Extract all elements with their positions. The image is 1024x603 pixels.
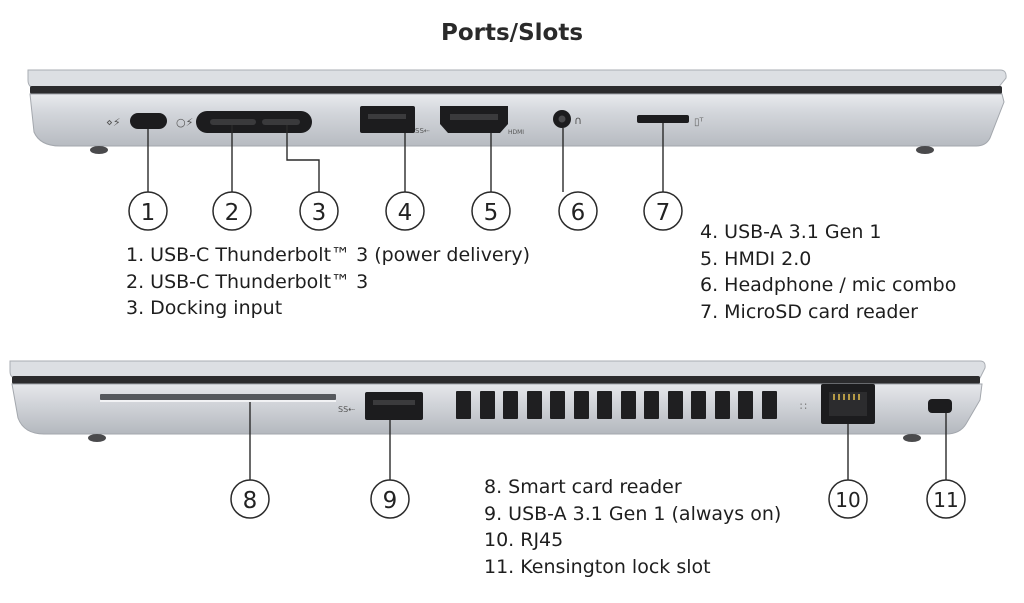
svg-text:1: 1 <box>141 200 156 226</box>
thunderbolt-icon: ○⚡ <box>176 116 193 129</box>
docking-input-3 <box>262 119 300 125</box>
usb-ss-icon: SS⇠ <box>415 127 430 135</box>
bottom-leader-lines <box>249 402 947 480</box>
callout-1: 1 <box>128 191 168 231</box>
hdmi-icon: HDMI <box>508 129 524 136</box>
svg-text:2: 2 <box>225 200 240 226</box>
legend-item-1: 1. USB-C Thunderbolt™ 3 (power delivery) <box>126 244 531 266</box>
legend-item-2: 2. USB-C Thunderbolt™ 3 <box>126 270 369 293</box>
air-vents <box>456 391 777 419</box>
usb-ss-icon: SS⇠ <box>338 405 355 414</box>
callout-3: 3 <box>299 191 339 231</box>
bottom-callouts: 8 9 10 11 <box>230 479 966 519</box>
svg-text:9: 9 <box>383 488 398 514</box>
svg-text:3: 3 <box>312 200 327 226</box>
legend-item-8: 8. Smart card reader <box>484 476 682 498</box>
kensington-lock-slot-11 <box>928 399 952 413</box>
charge-icon: ⋄⚡ <box>106 116 121 129</box>
usb-a-port-4 <box>360 106 415 133</box>
smart-card-slot-8 <box>100 394 336 400</box>
legend-item-9: 9. USB-A 3.1 Gen 1 (always on) <box>484 502 782 525</box>
sd-card-icon: ▯ᵀ <box>694 117 704 128</box>
top-callouts: 1 2 3 4 5 6 7 <box>128 191 683 231</box>
svg-text:11: 11 <box>933 488 958 512</box>
legend-item-11: 11. Kensington lock slot <box>484 555 711 578</box>
svg-text:7: 7 <box>656 200 671 226</box>
top-leader-lines <box>147 123 664 192</box>
legend-top-left: 1. USB-C Thunderbolt™ 3 (power delivery)… <box>126 242 530 322</box>
usb-a-port-9 <box>365 392 423 420</box>
legend-item-3: 3. Docking input <box>126 297 283 319</box>
usb-c-port-1 <box>130 113 167 129</box>
callout-6: 6 <box>558 191 598 231</box>
leader-3 <box>286 125 320 192</box>
callout-4: 4 <box>385 191 425 231</box>
svg-text:10: 10 <box>835 488 860 512</box>
svg-text:6: 6 <box>571 200 586 226</box>
microsd-slot-7 <box>637 115 689 123</box>
legend-item-5: 5. HMDI 2.0 <box>700 247 812 270</box>
legend-item-4: 4. USB-A 3.1 Gen 1 <box>700 221 882 243</box>
callout-8: 8 <box>230 479 270 519</box>
callout-7: 7 <box>643 191 683 231</box>
page-title: Ports/Slots <box>440 20 584 46</box>
callout-5: 5 <box>471 191 511 231</box>
svg-text:5: 5 <box>484 200 499 226</box>
svg-text:4: 4 <box>398 200 413 226</box>
headphone-icon: ∩ <box>574 114 582 127</box>
legend-item-7: 7. MicroSD card reader <box>700 300 918 323</box>
legend-top-right: 4. USB-A 3.1 Gen 1 5. HMDI 2.0 6. Headph… <box>700 219 956 325</box>
laptop-right-side-view: SS⇠ ∷ <box>9 360 986 442</box>
usb-c-port-2 <box>210 119 256 125</box>
callout-9: 9 <box>370 479 410 519</box>
callout-10: 10 <box>828 479 868 519</box>
svg-text:8: 8 <box>243 488 258 514</box>
callout-2: 2 <box>212 191 252 231</box>
laptop-left-side-view: ⋄⚡ ○⚡ SS⇠ HDMI ∩ ▯ᵀ <box>27 69 1007 154</box>
ethernet-icon: ∷ <box>800 400 807 413</box>
legend-item-10: 10. RJ45 <box>484 529 564 551</box>
legend-item-6: 6. Headphone / mic combo <box>700 274 957 296</box>
legend-bottom: 8. Smart card reader 9. USB-A 3.1 Gen 1 … <box>484 474 781 580</box>
callout-11: 11 <box>926 479 966 519</box>
